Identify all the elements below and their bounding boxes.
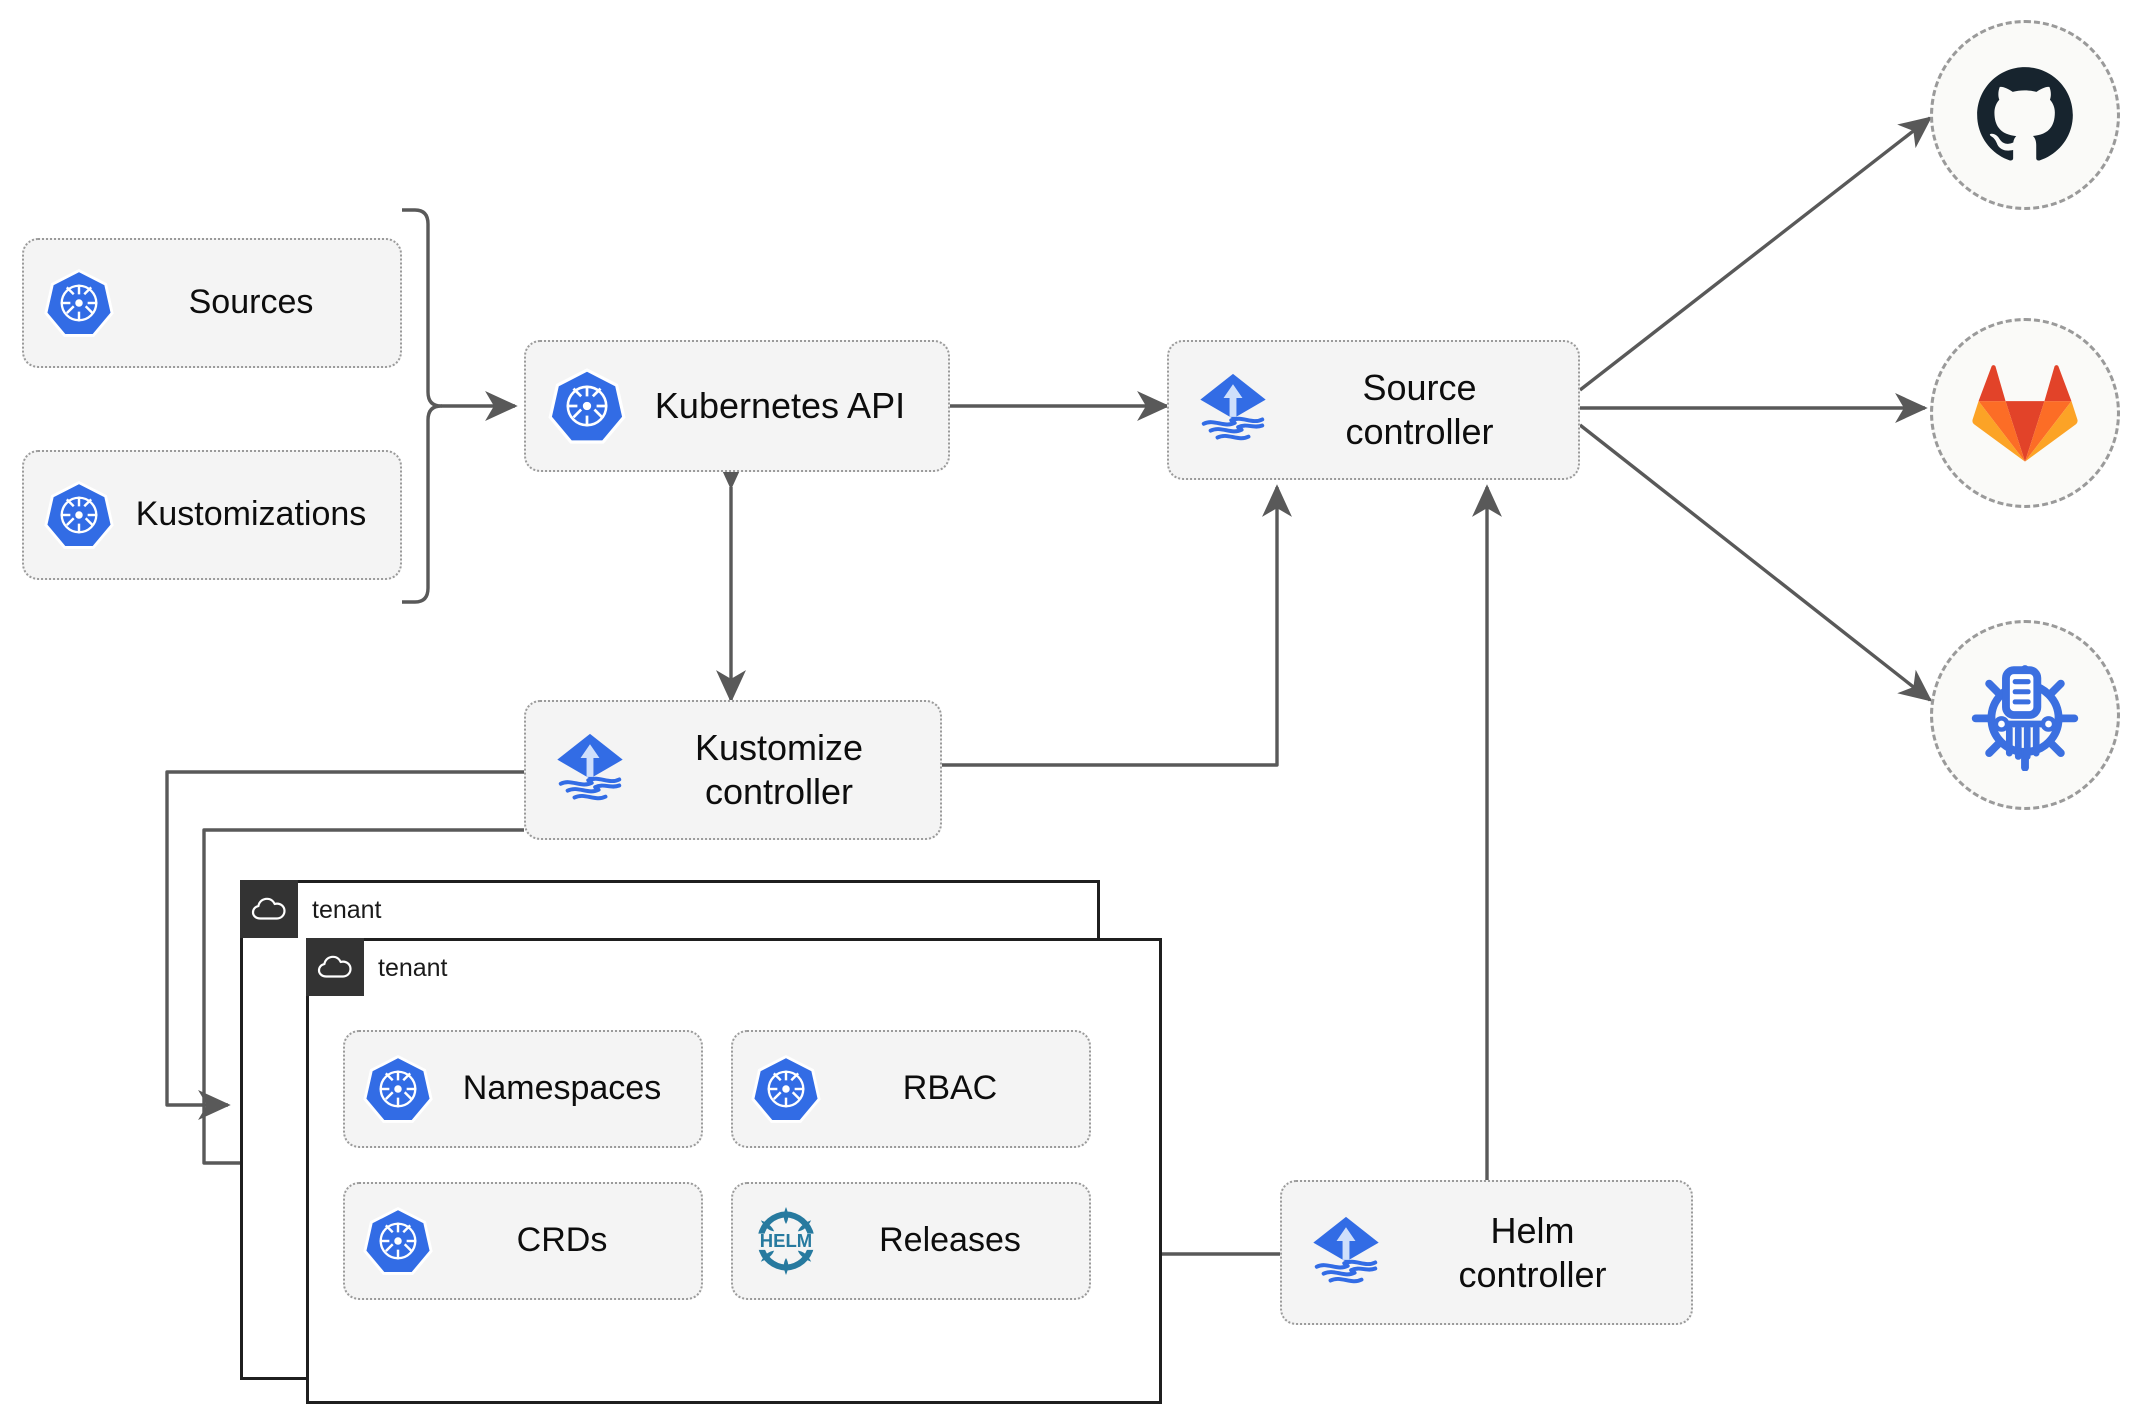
node-releases-label: Releases (879, 1221, 1021, 1260)
node-helm-repo[interactable] (1930, 620, 2120, 810)
node-source-controller[interactable]: Source controller (1167, 340, 1580, 480)
node-releases[interactable]: HELM Releases (731, 1182, 1091, 1300)
node-helm-controller-label: Helm controller (1458, 1209, 1607, 1295)
tenant-inner-label: tenant (378, 954, 448, 982)
node-rbac-label: RBAC (902, 1069, 998, 1108)
tenant-outer-tab (240, 880, 298, 938)
node-gitlab[interactable] (1930, 318, 2120, 508)
svg-text:HELM: HELM (760, 1230, 812, 1251)
kubernetes-icon (359, 1053, 437, 1125)
cloud-icon (251, 897, 286, 920)
cloud-icon (317, 955, 352, 978)
node-sources[interactable]: Sources (22, 238, 402, 368)
node-helm-controller[interactable]: Helm controller (1280, 1180, 1693, 1325)
tenant-inner-tab (306, 938, 364, 996)
tenant-outer-label: tenant (312, 896, 382, 924)
gitlab-icon (1972, 365, 2078, 462)
github-icon (1977, 67, 2073, 161)
flux-icon (544, 727, 636, 813)
helm-icon: HELM (747, 1204, 825, 1278)
node-crds-label: CRDs (516, 1221, 608, 1260)
tenant-inner-container[interactable] (306, 938, 1162, 1404)
wire-sourcectrl-helmrepo (1578, 423, 1933, 702)
kubernetes-icon (40, 479, 118, 551)
node-namespaces-label: Namespaces (462, 1069, 662, 1108)
wire-kustomizectrl-sourcectrl (942, 484, 1292, 767)
node-crds[interactable]: CRDs (343, 1182, 703, 1300)
wire-sourcectrl-github (1578, 116, 1933, 392)
node-github[interactable] (1930, 20, 2120, 210)
node-kubernetes-api[interactable]: Kubernetes API (524, 340, 950, 472)
kubernetes-icon (544, 366, 630, 446)
node-namespaces[interactable]: Namespaces (343, 1030, 703, 1148)
node-source-controller-label: Source controller (1345, 367, 1494, 452)
node-rbac[interactable]: RBAC (731, 1030, 1091, 1148)
node-kustomizations[interactable]: Kustomizations (22, 450, 402, 580)
node-kubernetes-api-label: Kubernetes API (654, 385, 906, 427)
wire-resources-brace (402, 208, 443, 604)
kubernetes-icon (359, 1205, 437, 1277)
node-kustomizations-label: Kustomizations (135, 495, 367, 534)
kubernetes-icon (40, 267, 118, 339)
flux-icon (1187, 367, 1279, 453)
node-kustomize-controller-label: Kustomize controller (694, 727, 864, 812)
node-sources-label: Sources (188, 283, 314, 322)
flux-icon (1300, 1210, 1392, 1296)
kubernetes-icon (747, 1053, 825, 1125)
node-kustomize-controller[interactable]: Kustomize controller (524, 700, 942, 840)
helm-chart-icon (1971, 665, 2079, 771)
